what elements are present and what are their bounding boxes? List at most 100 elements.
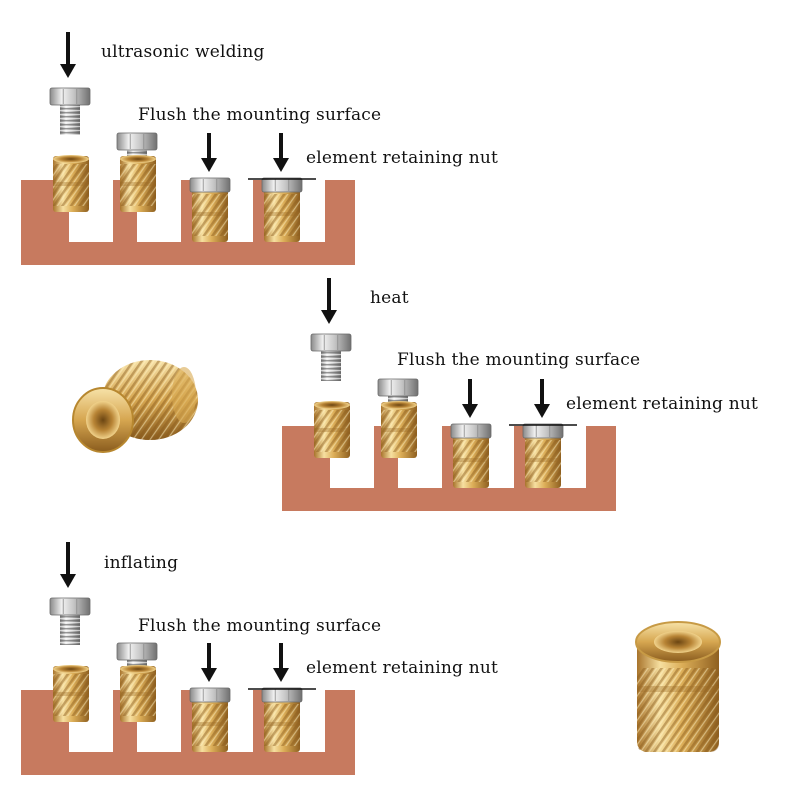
down-arrow-icon bbox=[60, 32, 76, 78]
insert-knurl bbox=[53, 164, 89, 206]
hex-bolt-icon bbox=[450, 423, 492, 439]
bolt-head bbox=[189, 687, 231, 703]
insert-groove bbox=[381, 428, 417, 432]
bolt-thread bbox=[127, 660, 147, 670]
insert-top bbox=[314, 401, 350, 409]
insert-knurl bbox=[53, 674, 89, 716]
insert-groove bbox=[192, 212, 228, 216]
threaded-brass-insert-icon bbox=[264, 695, 300, 752]
bolt-head bbox=[261, 687, 303, 703]
threaded-brass-insert-icon bbox=[53, 155, 89, 212]
down-arrow-icon bbox=[321, 278, 337, 324]
bolt-head bbox=[116, 642, 158, 661]
panel-ultrasonic bbox=[21, 32, 355, 265]
panel-heat bbox=[282, 278, 616, 511]
upright-insert-illustration bbox=[635, 621, 721, 752]
hex-bolt-icon bbox=[116, 132, 158, 160]
bolt-head bbox=[189, 177, 231, 193]
down-arrow-icon bbox=[534, 379, 550, 418]
flush-label-inflating: Flush the mounting surface bbox=[138, 616, 382, 636]
hex-bolt-icon bbox=[248, 177, 316, 193]
method-label-ultrasonic: ultrasonic welding bbox=[101, 42, 265, 62]
hex-bolt-icon bbox=[49, 597, 91, 645]
retain-label-inflating: element retaining nut bbox=[306, 658, 499, 678]
insert-knurl bbox=[525, 440, 561, 482]
hex-bolt-icon bbox=[248, 687, 316, 703]
arrow-head bbox=[273, 158, 289, 172]
insert-knurl bbox=[314, 410, 350, 452]
flush-label-ultrasonic: Flush the mounting surface bbox=[138, 105, 382, 125]
insert-top bbox=[381, 401, 417, 409]
insert-groove bbox=[53, 692, 89, 696]
hex-bolt-icon bbox=[49, 87, 91, 135]
bolt-head bbox=[49, 597, 91, 616]
bolt-thread bbox=[321, 351, 341, 381]
bolt-thread bbox=[60, 105, 80, 135]
insert-groove bbox=[314, 428, 350, 432]
insert-knurl bbox=[264, 194, 300, 236]
insert-upright-groove bbox=[637, 686, 719, 692]
arrow-head bbox=[201, 158, 217, 172]
down-arrow-icon bbox=[201, 643, 217, 682]
arrow-head bbox=[321, 310, 337, 324]
insert-side-rear-collar bbox=[172, 367, 196, 423]
bolt-thread bbox=[127, 150, 147, 160]
insert-knurl bbox=[453, 440, 489, 482]
flush-label-heat: Flush the mounting surface bbox=[397, 350, 641, 370]
panel-inflating bbox=[21, 542, 355, 775]
method-label-heat: heat bbox=[370, 288, 409, 308]
insert-upright-bore bbox=[654, 631, 702, 653]
bolt-head bbox=[377, 378, 419, 397]
threaded-brass-insert-icon bbox=[381, 401, 417, 458]
insert-side-bore bbox=[86, 401, 120, 439]
insert-top bbox=[120, 155, 156, 163]
retain-label-heat: element retaining nut bbox=[566, 394, 759, 414]
bolt-head bbox=[49, 87, 91, 106]
down-arrow-icon bbox=[201, 133, 217, 172]
insert-groove bbox=[264, 722, 300, 726]
insert-groove bbox=[53, 182, 89, 186]
threaded-brass-insert-icon bbox=[53, 665, 89, 722]
angled-insert-illustration bbox=[72, 360, 198, 453]
down-arrow-icon bbox=[273, 643, 289, 682]
insert-top bbox=[120, 665, 156, 673]
insert-groove bbox=[453, 458, 489, 462]
arrow-head bbox=[60, 64, 76, 78]
down-arrow-icon bbox=[60, 542, 76, 588]
insert-knurl bbox=[192, 704, 228, 746]
hex-bolt-icon bbox=[310, 333, 352, 381]
threaded-brass-insert-icon bbox=[120, 155, 156, 212]
threaded-brass-insert-icon bbox=[192, 695, 228, 752]
threaded-brass-insert-icon bbox=[314, 401, 350, 458]
hex-bolt-icon bbox=[189, 687, 231, 703]
method-label-inflating: inflating bbox=[104, 553, 179, 573]
threaded-brass-insert-icon bbox=[120, 665, 156, 722]
insert-knurl bbox=[381, 410, 417, 452]
hex-bolt-icon bbox=[116, 642, 158, 670]
insert-top bbox=[53, 155, 89, 163]
bolt-head bbox=[116, 132, 158, 151]
threaded-brass-insert-icon bbox=[453, 431, 489, 488]
insert-top bbox=[53, 665, 89, 673]
arrow-head bbox=[60, 574, 76, 588]
insert-knurl bbox=[192, 194, 228, 236]
hex-bolt-icon bbox=[509, 423, 577, 439]
insert-knurl bbox=[264, 704, 300, 746]
threaded-brass-insert-icon bbox=[525, 431, 561, 488]
hex-bolt-icon bbox=[377, 378, 419, 406]
insert-knurl bbox=[120, 674, 156, 716]
bolt-head bbox=[522, 423, 564, 439]
arrow-head bbox=[534, 404, 550, 418]
insert-groove bbox=[264, 212, 300, 216]
bolt-head bbox=[310, 333, 352, 352]
arrow-head bbox=[273, 668, 289, 682]
insert-upright-knurl bbox=[637, 668, 719, 752]
retain-label-ultrasonic: element retaining nut bbox=[306, 148, 499, 168]
insert-groove bbox=[192, 722, 228, 726]
bolt-head bbox=[450, 423, 492, 439]
threaded-brass-insert-icon bbox=[192, 185, 228, 242]
arrow-head bbox=[462, 404, 478, 418]
down-arrow-icon bbox=[462, 379, 478, 418]
